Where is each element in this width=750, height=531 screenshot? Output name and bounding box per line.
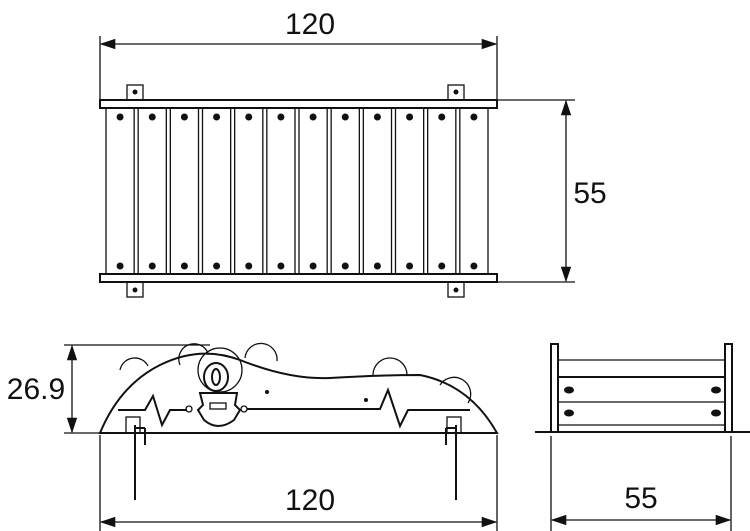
bolt [213, 113, 221, 121]
bolt [148, 262, 156, 270]
plank [137, 107, 167, 275]
top-width-label: 120 [285, 8, 335, 41]
plank [105, 107, 135, 275]
plank [169, 107, 200, 275]
end-post [550, 343, 559, 433]
bolt [438, 262, 446, 270]
bolt [309, 113, 317, 121]
bolt [341, 113, 349, 121]
end-post [724, 343, 733, 433]
bolt [148, 113, 156, 121]
bolt [180, 113, 188, 121]
plank [330, 107, 360, 275]
side-width-label: 120 [285, 484, 335, 517]
bolt [373, 262, 381, 270]
bump [178, 343, 209, 366]
seat-handle [203, 362, 229, 392]
bump [244, 342, 278, 362]
top-view: 120 55 [99, 8, 607, 298]
plank [427, 107, 457, 275]
plank [234, 107, 264, 275]
bolt [406, 262, 414, 270]
end-view: 55 [535, 343, 750, 531]
ground-stake [445, 425, 457, 500]
seat [196, 392, 242, 427]
bolt [341, 262, 349, 270]
bolt [373, 113, 381, 121]
bottom-rail [99, 273, 498, 283]
plank [298, 107, 328, 275]
bolt [180, 262, 188, 270]
plank [394, 107, 425, 275]
bump [439, 376, 472, 404]
anchor-bracket [446, 416, 462, 434]
bolt [277, 113, 285, 121]
bump [119, 357, 149, 371]
side-height-label: 26.9 [7, 373, 65, 406]
heartbeat-line [118, 393, 187, 428]
bolt [245, 262, 253, 270]
anchor-bracket [125, 416, 141, 434]
bolt [309, 262, 317, 270]
ground-stake [134, 425, 146, 500]
rocker-body [98, 352, 499, 434]
bolt [277, 262, 285, 270]
top-rail [99, 99, 498, 109]
bolt [470, 262, 478, 270]
bolt [116, 113, 124, 121]
planks [105, 107, 489, 275]
top-depth-label: 55 [573, 177, 606, 210]
side-view: 26.9 120 [7, 342, 499, 531]
bolt [438, 113, 446, 121]
heartbeat-line [247, 387, 470, 429]
plank [266, 107, 296, 275]
bolt [213, 262, 221, 270]
plank [201, 107, 232, 275]
bolt [116, 262, 124, 270]
bump [372, 357, 408, 376]
plank [459, 107, 489, 275]
bolt [406, 113, 414, 121]
end-depth-label: 55 [624, 482, 657, 515]
bolt [470, 113, 478, 121]
bolt [245, 113, 253, 121]
plank [362, 107, 393, 275]
